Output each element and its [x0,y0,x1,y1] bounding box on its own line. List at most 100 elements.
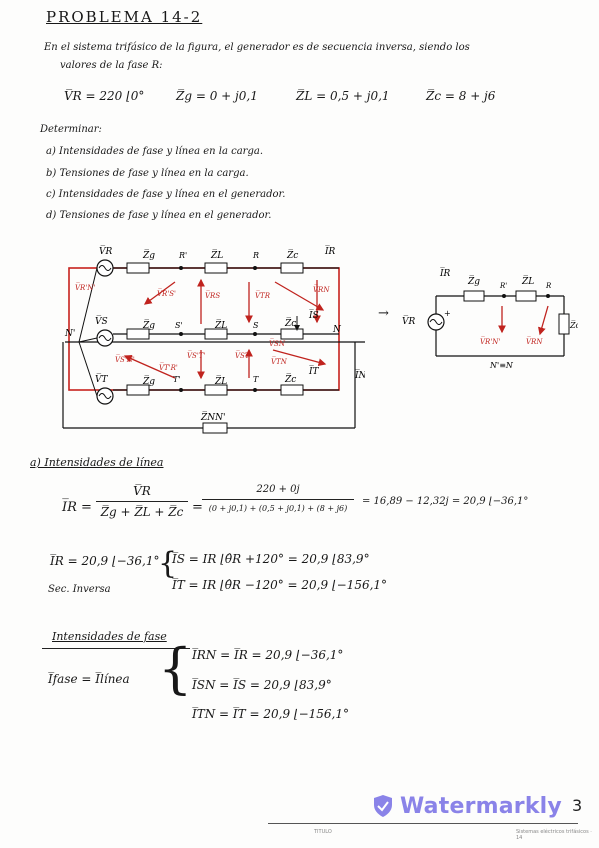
znn-resistor [202,422,228,434]
given-vr: V̅R = 220 ⌊0° [64,89,145,103]
label-r: R [252,251,259,260]
sequence-note: Sec. Inversa [48,584,111,595]
eq-label-r: R [545,282,552,290]
shield-icon [374,795,392,817]
fraction-2-num: 220 + 0j [256,484,300,495]
label-vst-gen: V̅S'T' [187,351,205,360]
given-zc: Z̅c = 8 + j6 [426,89,496,103]
determinar-heading: Determinar: [40,124,102,135]
zl-s-resistor [204,328,228,340]
zc-r-resistor [280,262,304,274]
generator-r-icon [96,259,114,277]
phase-current-itn: I̅TN = I̅T = 20,9 ⌊−156,1° [192,707,349,721]
eq-label-ir: I̅R [439,267,451,279]
phase-heading-rule [42,648,190,649]
equivalent-generator-icon [427,313,445,331]
label-r-prime: R' [178,251,187,260]
label-vs: V̅S [95,315,108,327]
ir-result: = 16,89 − 12,32j = 20,9 ⌊−36,1° [362,496,529,507]
label-n-prime: N' [64,329,75,339]
given-zl: Z̅L = 0,5 + j0,1 [296,89,390,103]
problem-title: PROBLEMA 14-2 [46,8,203,26]
watermark-text: Watermarkly [400,793,562,819]
line-currents-brace: { [158,546,178,581]
fraction-1-den: Z̅g + Z̅L + Z̅c [100,505,184,519]
three-phase-circuit-diagram: V̅R Z̅g R' Z̅L R Z̅c I̅R V̅R'N' V̅R'S' V… [62,245,365,434]
task-b: b) Tensiones de fase y línea en la carga… [46,168,249,179]
footer-left: TITULO [314,829,332,835]
eq-sign: = [192,500,203,515]
zg-t-resistor [126,384,150,396]
label-znn: Z̅NN' [200,411,225,423]
generator-t-icon [96,387,114,405]
eq-label-vrn: V̅RN [526,337,543,346]
eq-label-r-prime: R' [499,282,507,290]
label-zg-bot: Z̅g [142,375,155,387]
phase-currents-brace: { [158,637,193,700]
generator-s-icon [96,329,114,347]
label-s-prime: S' [175,321,183,330]
zl-t-resistor [204,384,228,396]
fraction-2-bar [202,499,354,500]
eq-label-zg: Z̅g [467,275,480,287]
label-it: I̅T [308,365,320,377]
label-vt: V̅T [95,373,108,385]
label-inn: I̅NN' [354,369,365,381]
footer-right: Sistemas eléctricos trifásicos · 14 [516,829,592,841]
label-vrn-gen: V̅R'N' [75,283,95,292]
zc-s-resistor [280,328,304,340]
label-n: N [332,325,342,335]
eq-label-zl: Z̅L [521,275,534,287]
fraction-2-den: (0 + j0,1) + (0,5 + j0,1) + (8 + j6) [208,504,348,513]
line-current-is: I̅S = IR ⌊θ̂R +120° = 20,9 ⌊83,9° [172,552,370,566]
label-ir: I̅R [324,245,336,257]
watermark: Watermarkly [372,791,572,821]
ir-lhs: I̅R = [62,500,92,515]
label-zg-mid: Z̅g [142,319,155,331]
page-number: 3 [572,796,583,815]
label-zg-top: Z̅g [142,249,155,261]
task-a: a) Intensidades de fase y línea en la ca… [46,146,264,157]
task-d: d) Tensiones de fase y línea en el gener… [46,210,272,221]
fraction-1-num: V̅R [133,484,151,498]
fraction-2: 220 + 0j (0 + j0,1) + (0,5 + j0,1) + (8 … [202,484,354,513]
label-vtr-gen: V̅T'R' [159,363,178,372]
eq-label-plus: + [444,309,451,318]
phase-currents-heading: Intensidades de fase [52,630,167,643]
label-vrs-gen: V̅R'S' [157,289,176,298]
label-vsn: V̅SN [269,339,286,348]
label-t: T [253,375,259,384]
label-is: I̅S [308,309,319,321]
label-vtn: V̅TN [271,357,288,366]
label-zc-top: Z̅c [286,249,298,261]
label-vsn-gen: V̅S'N' [115,355,135,364]
label-zl-mid: Z̅L [214,319,227,331]
label-vtr: V̅TR [255,291,271,300]
intro-line-1: En el sistema trifásico de la figura, el… [44,42,470,53]
label-zl-top: Z̅L [210,249,223,261]
eq-label-vrn-gen: V̅R'N' [480,337,500,346]
label-vrs: V̅RS [205,291,220,300]
label-t-prime: T' [173,375,181,384]
part-a-heading: a) Intensidades de línea [30,456,164,469]
label-s: S [253,321,259,330]
label-vr: V̅R [99,245,112,257]
phase-equals-line: I̅fase = I̅línea [48,672,130,686]
label-vst: V̅ST [235,351,251,360]
given-zg: Z̅g = 0 + j0,1 [176,89,258,103]
single-phase-equivalent-diagram: I̅R Z̅g R' Z̅L R Z̅c V̅R + V̅R'N' V̅RN N… [402,267,578,370]
label-vrn: V̅RN [313,285,330,294]
line-current-it: I̅T = IR ⌊θ̂R −120° = 20,9 ⌊−156,1° [172,578,388,592]
footer-rule [268,823,578,824]
eq-label-n-eq: N'≡N [489,361,514,370]
eq-label-vr: V̅R [402,315,415,327]
phase-current-irn: I̅RN = I̅R = 20,9 ⌊−36,1° [192,648,344,662]
line-current-ir: I̅R = 20,9 ⌊−36,1° [50,554,160,568]
intro-line-2: valores de la fase R: [60,60,163,71]
zg-s-resistor [126,328,150,340]
label-zc-bot: Z̅c [284,373,296,385]
equivalent-arrow: → [378,306,389,321]
fraction-1: V̅R Z̅g + Z̅L + Z̅c [96,484,188,519]
fraction-1-bar [96,501,188,502]
